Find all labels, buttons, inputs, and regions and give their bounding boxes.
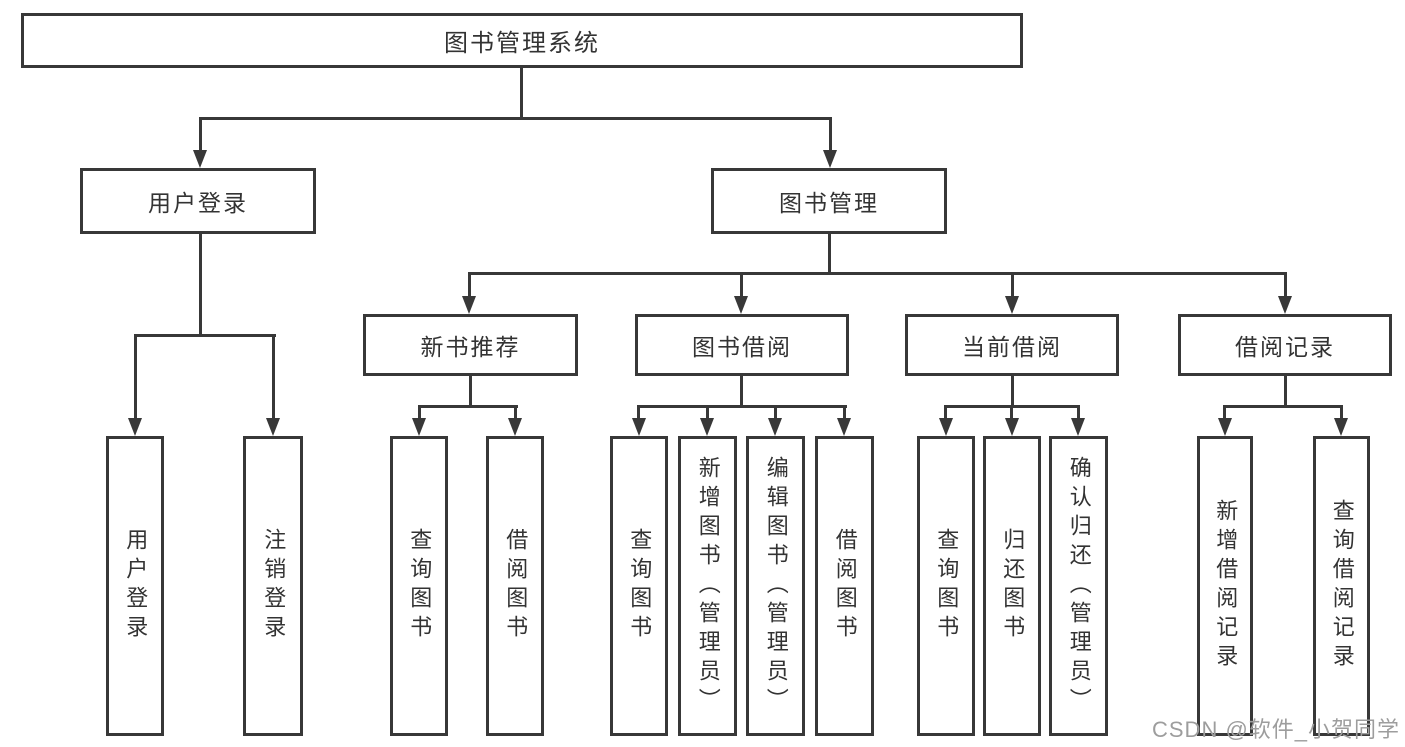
connector-line [134, 334, 137, 420]
connector-line [1011, 272, 1014, 298]
arrow-down-icon [462, 296, 476, 314]
leaf-borrow-books: 借阅图书 [815, 436, 874, 736]
leaf-borrow-books-recommend: 借阅图书 [486, 436, 544, 736]
leaf-query-books-borrow: 查询图书 [610, 436, 668, 736]
arrow-down-icon [508, 418, 522, 436]
arrow-down-icon [1218, 418, 1232, 436]
leaf-label: 新增借阅记录 [1213, 499, 1239, 673]
connector-line [199, 117, 202, 153]
node-library-system: 图书管理系统 [21, 13, 1023, 68]
node-new-book-recommend: 新书推荐 [363, 314, 578, 376]
leaf-label: 确认归还（管理员） [1066, 455, 1092, 717]
connector-line [843, 405, 846, 420]
leaf-add-book-admin: 新增图书（管理员） [678, 436, 737, 736]
leaf-label: 借阅图书 [832, 528, 858, 644]
connector-line [1010, 405, 1013, 420]
arrow-down-icon [768, 418, 782, 436]
arrow-down-icon [837, 418, 851, 436]
arrow-down-icon [700, 418, 714, 436]
connector-line [199, 234, 202, 337]
csdn-watermark: CSDN @软件_小贺同学 [1152, 717, 1401, 742]
connector-line [199, 117, 832, 120]
connector-line [1340, 405, 1343, 420]
leaf-query-borrow-record: 查询借阅记录 [1313, 436, 1370, 736]
connector-line [828, 234, 831, 275]
connector-line [468, 272, 471, 298]
arrow-down-icon [1334, 418, 1348, 436]
leaf-query-books-current: 查询图书 [917, 436, 975, 736]
arrow-down-icon [266, 418, 280, 436]
connector-line [1284, 376, 1287, 408]
node-book-borrowing: 图书借阅 [635, 314, 849, 376]
connector-line [637, 405, 640, 420]
connector-line [774, 405, 777, 420]
connector-line [1077, 405, 1080, 420]
leaf-label: 注销登录 [261, 528, 287, 644]
arrow-down-icon [128, 418, 142, 436]
connector-line [1223, 405, 1343, 408]
connector-line [1223, 405, 1226, 420]
leaf-label: 查询图书 [407, 528, 433, 644]
connector-line [637, 405, 847, 408]
node-borrowing-records: 借阅记录 [1178, 314, 1392, 376]
connector-line [520, 68, 523, 120]
leaf-query-books-recommend: 查询图书 [390, 436, 448, 736]
leaf-label: 编辑图书（管理员） [763, 455, 789, 717]
arrow-down-icon [1005, 296, 1019, 314]
arrow-down-icon [1005, 418, 1019, 436]
arrow-down-icon [1278, 296, 1292, 314]
leaf-logout: 注销登录 [243, 436, 303, 736]
leaf-label: 查询借阅记录 [1329, 499, 1355, 673]
node-user-login: 用户登录 [80, 168, 316, 234]
connector-line [944, 405, 947, 420]
leaf-label: 归还图书 [1000, 528, 1026, 644]
leaf-label: 新增图书（管理员） [695, 455, 721, 717]
connector-line [418, 405, 518, 408]
arrow-down-icon [412, 418, 426, 436]
arrow-down-icon [632, 418, 646, 436]
leaf-confirm-return-admin: 确认归还（管理员） [1049, 436, 1108, 736]
connector-line [740, 272, 743, 298]
leaf-label: 查询图书 [627, 528, 653, 644]
leaf-add-borrow-record: 新增借阅记录 [1197, 436, 1253, 736]
connector-line [272, 334, 275, 420]
arrow-down-icon [823, 150, 837, 168]
node-book-management: 图书管理 [711, 168, 947, 234]
arrow-down-icon [1071, 418, 1085, 436]
connector-line [706, 405, 709, 420]
leaf-edit-book-admin: 编辑图书（管理员） [746, 436, 805, 736]
connector-line [469, 376, 472, 408]
connector-line [514, 405, 517, 420]
connector-line [468, 272, 1287, 275]
arrow-down-icon [734, 296, 748, 314]
connector-line [740, 376, 743, 408]
connector-line [1284, 272, 1287, 298]
arrow-down-icon [193, 150, 207, 168]
leaf-label: 借阅图书 [503, 528, 529, 644]
connector-line [134, 334, 276, 337]
node-current-borrowing: 当前借阅 [905, 314, 1119, 376]
leaf-user-login: 用户登录 [106, 436, 164, 736]
leaf-label: 用户登录 [123, 528, 149, 644]
arrow-down-icon [939, 418, 953, 436]
connector-line [1011, 376, 1014, 408]
connector-line [418, 405, 421, 420]
leaf-return-book: 归还图书 [983, 436, 1041, 736]
connector-line [829, 117, 832, 153]
leaf-label: 查询图书 [934, 528, 960, 644]
